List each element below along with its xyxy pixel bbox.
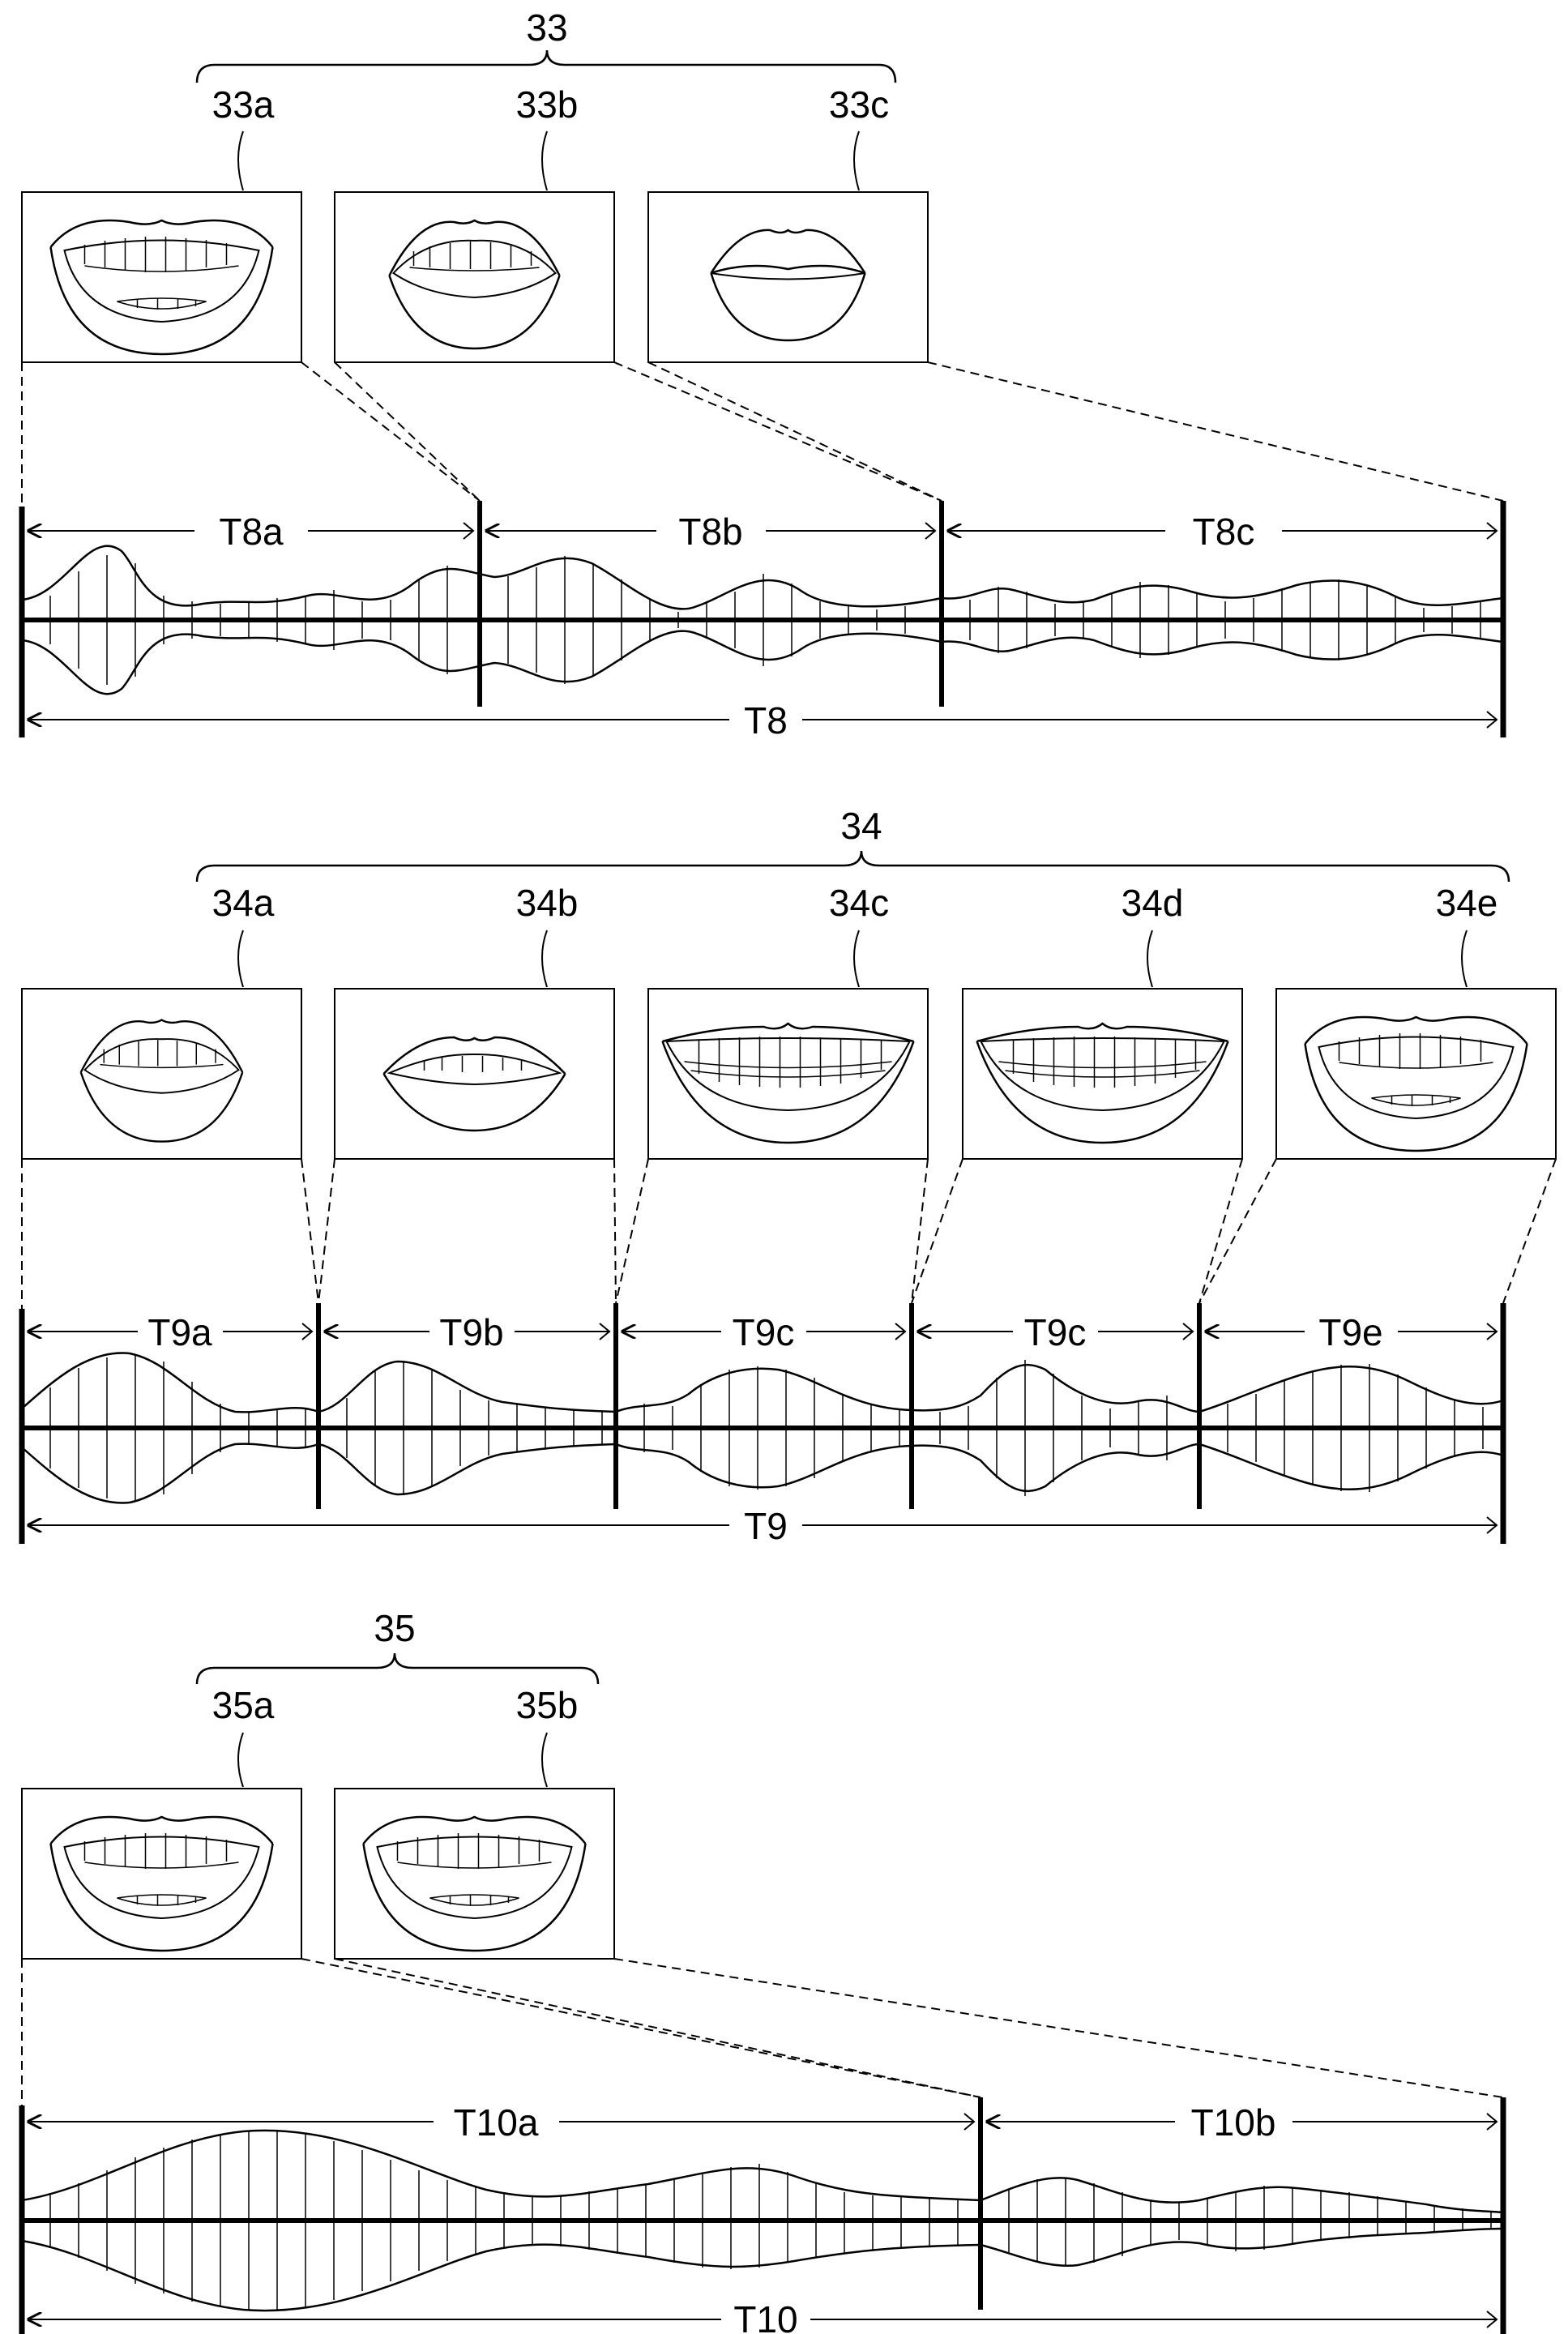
projection-lines	[21, 361, 1504, 507]
image-box-33c	[647, 191, 929, 363]
mouth-open-smile-icon	[49, 1815, 274, 1952]
image-label: 35a	[212, 1684, 275, 1726]
segment-label: T9c	[733, 1311, 795, 1353]
projection-lines	[21, 1158, 1557, 1309]
image-leaders	[237, 1732, 548, 1788]
image-box-34c	[647, 988, 929, 1160]
projection-lines	[21, 1958, 1504, 2105]
image-box-33b	[334, 191, 615, 363]
image-box-35a	[21, 1788, 302, 1960]
timeline-T9: T9a T9b T9c T9c T9e T9	[19, 1303, 1506, 1547]
image-box-33a	[21, 191, 302, 363]
mouth-wide-teeth-icon	[661, 1022, 915, 1144]
image-label: 34b	[516, 882, 579, 924]
timeline-T10: T10a T10b T10	[19, 2097, 1506, 2334]
timeline-T8: T8a T8b T8c T8	[19, 501, 1506, 742]
mouth-open-round-icon	[388, 219, 561, 350]
total-label: T10	[733, 2298, 797, 2334]
image-leaders	[237, 130, 860, 191]
group-label: 35	[374, 1607, 415, 1649]
image-label: 34c	[829, 882, 889, 924]
image-leaders	[237, 930, 1468, 988]
total-label: T9	[744, 1505, 788, 1547]
segment-label: T9b	[439, 1311, 503, 1353]
image-label: 33a	[212, 83, 275, 126]
segment-label: T9c	[1024, 1311, 1087, 1353]
segment-label: T8b	[678, 511, 742, 553]
image-box-34a	[21, 988, 302, 1160]
group-brace	[195, 850, 1510, 883]
segment-label: T8a	[219, 511, 284, 553]
group-brace	[195, 49, 897, 83]
image-box-34e	[1275, 988, 1557, 1160]
mouth-open-smile-icon	[49, 219, 274, 356]
image-box-34d	[962, 988, 1243, 1160]
group-33: 33 33a 33b 33c	[19, 6, 1506, 742]
image-box-35b	[334, 1788, 615, 1960]
segment-label: T10b	[1191, 2101, 1276, 2144]
group-label: 33	[526, 6, 567, 49]
group-35: 35 35a 35b	[19, 1607, 1506, 2334]
group-label: 34	[840, 805, 882, 847]
mouth-open-smile-icon	[362, 1815, 587, 1952]
image-label: 34d	[1122, 882, 1184, 924]
mouth-small-open-icon	[382, 1036, 566, 1132]
mouth-open-smile-icon	[1304, 1015, 1528, 1152]
mouth-wide-teeth-icon	[976, 1022, 1229, 1144]
mouth-open-round-icon	[79, 1019, 244, 1143]
image-label: 34a	[212, 882, 275, 924]
segment-label: T9e	[1318, 1311, 1382, 1353]
segment-label: T10a	[454, 2101, 539, 2144]
mouth-closed-lips-icon	[710, 229, 866, 342]
image-label: 35b	[516, 1684, 579, 1726]
segment-label: T8c	[1193, 511, 1255, 553]
image-label: 33b	[516, 83, 579, 126]
segment-label: T9a	[147, 1311, 212, 1353]
image-label: 33c	[829, 83, 889, 126]
group-34: 34 34a 34b 34c 34d 34e	[19, 805, 1557, 1547]
group-brace	[195, 1652, 600, 1685]
total-label: T8	[744, 699, 788, 742]
image-box-34b	[334, 988, 615, 1160]
image-label: 34e	[1436, 882, 1498, 924]
